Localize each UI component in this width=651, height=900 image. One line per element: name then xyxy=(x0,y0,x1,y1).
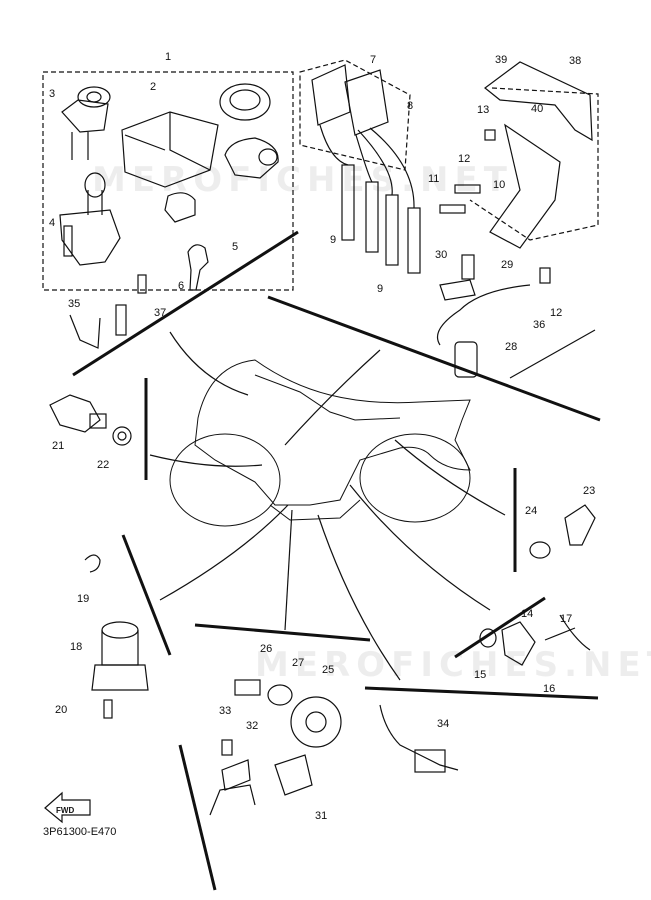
sensor-21 xyxy=(49,394,132,446)
o2-sensor-34 xyxy=(379,704,459,773)
screws-left xyxy=(63,225,147,336)
callout-33: 33 xyxy=(219,705,231,717)
callout-32: 32 xyxy=(246,720,258,732)
sensor-14 xyxy=(479,614,591,666)
callout-31: 31 xyxy=(315,810,327,822)
callout-15: 15 xyxy=(474,669,486,681)
callout-39: 39 xyxy=(495,54,507,66)
callout-26: 26 xyxy=(260,643,272,655)
callout-8: 8 xyxy=(407,100,413,112)
callout-4: 4 xyxy=(49,217,55,229)
callout-25: 25 xyxy=(322,664,334,676)
callout-12a: 12 xyxy=(458,153,470,165)
diagram-code: 3P61300-E470 xyxy=(43,826,117,838)
callout-2: 2 xyxy=(150,81,156,93)
sensor-28-assembly xyxy=(436,254,531,378)
callout-22: 22 xyxy=(97,459,109,471)
callout-7: 7 xyxy=(370,54,376,66)
cable-band-35 xyxy=(69,314,101,349)
ignition-switch xyxy=(59,86,121,266)
callout-20: 20 xyxy=(55,704,67,716)
callout-labels: 1 2 3 4 5 6 7 8 9 9 10 11 12 12 13 14 15… xyxy=(49,51,595,822)
sprocket-parts xyxy=(234,679,342,748)
callout-11: 11 xyxy=(428,173,439,185)
key xyxy=(187,244,209,291)
callout-27: 27 xyxy=(292,657,304,669)
callout-3: 3 xyxy=(49,88,55,100)
motorcycle-silhouette xyxy=(169,359,471,527)
fwd-label: FWD xyxy=(56,806,74,815)
callout-37: 37 xyxy=(154,307,166,319)
fwd-arrow-icon xyxy=(44,791,91,824)
sensor-31 xyxy=(209,739,313,816)
callout-28: 28 xyxy=(505,341,517,353)
callout-38: 38 xyxy=(569,55,581,67)
fuel-cap-assembly xyxy=(164,83,279,223)
callout-34: 34 xyxy=(437,718,449,730)
callout-16: 16 xyxy=(543,683,555,695)
callout-23: 23 xyxy=(583,485,595,497)
callout-18: 18 xyxy=(70,641,82,653)
solenoid-18 xyxy=(84,554,149,719)
callout-19: 19 xyxy=(77,593,89,605)
callout-21: 21 xyxy=(52,440,64,452)
callout-40: 40 xyxy=(531,103,543,115)
rectifier-bracket xyxy=(439,61,593,284)
callout-24: 24 xyxy=(525,505,537,517)
callout-9a: 9 xyxy=(330,234,336,246)
pointer-lines xyxy=(149,331,506,681)
callout-17: 17 xyxy=(560,613,572,625)
group-box-coils xyxy=(299,59,411,171)
group-box-10 xyxy=(469,87,599,241)
callout-12b: 12 xyxy=(550,307,562,319)
section-dividers xyxy=(72,230,601,891)
sensor-23 xyxy=(529,504,596,559)
callout-36: 36 xyxy=(533,319,545,331)
callout-29: 29 xyxy=(501,259,513,271)
callout-14: 14 xyxy=(521,608,533,620)
ignition-coils xyxy=(311,64,421,274)
callout-6: 6 xyxy=(178,280,184,292)
cable-tie-36 xyxy=(509,329,596,379)
callout-13: 13 xyxy=(477,104,489,116)
callout-9b: 9 xyxy=(377,283,383,295)
callout-35: 35 xyxy=(68,298,80,310)
callout-1: 1 xyxy=(165,51,171,63)
callout-30: 30 xyxy=(435,249,447,261)
group-box-1 xyxy=(42,71,294,291)
callout-5: 5 xyxy=(232,241,238,253)
ecu-box xyxy=(121,111,219,188)
callout-10: 10 xyxy=(493,179,505,191)
